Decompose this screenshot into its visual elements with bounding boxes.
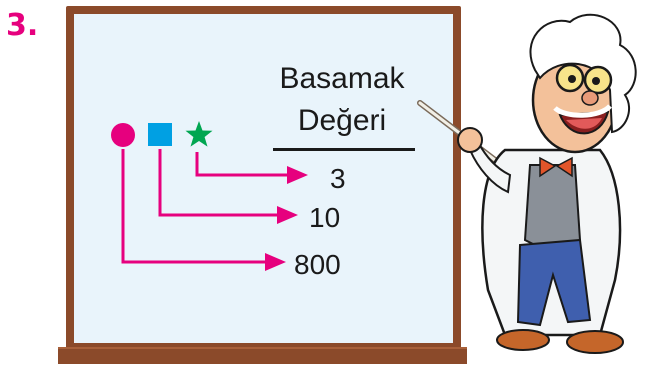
- chalkboard-surface: [74, 14, 453, 343]
- arrow-head-icon: [265, 253, 286, 271]
- arrow-square-to-tens: [158, 149, 280, 217]
- heading-line-1: Basamak: [279, 62, 405, 95]
- circle-symbol-icon: [111, 123, 135, 147]
- professor-illustration-icon: [417, 13, 637, 354]
- question-number: 3.: [6, 8, 39, 43]
- arrow-head-icon: [277, 206, 298, 224]
- chalkboard-ledge: [58, 347, 467, 364]
- value-ones: 3: [330, 163, 346, 194]
- heading-line-2: Değeri: [297, 104, 387, 137]
- value-tens: 10: [309, 202, 341, 233]
- value-hundreds: 800: [294, 249, 341, 280]
- heading-underline: [273, 148, 415, 151]
- square-symbol-icon: [148, 123, 172, 146]
- arrow-head-icon: [287, 166, 308, 184]
- arrow-star-to-ones: [195, 152, 290, 177]
- arrow-circle-to-hundreds: [121, 149, 268, 264]
- star-symbol-icon: [185, 121, 213, 147]
